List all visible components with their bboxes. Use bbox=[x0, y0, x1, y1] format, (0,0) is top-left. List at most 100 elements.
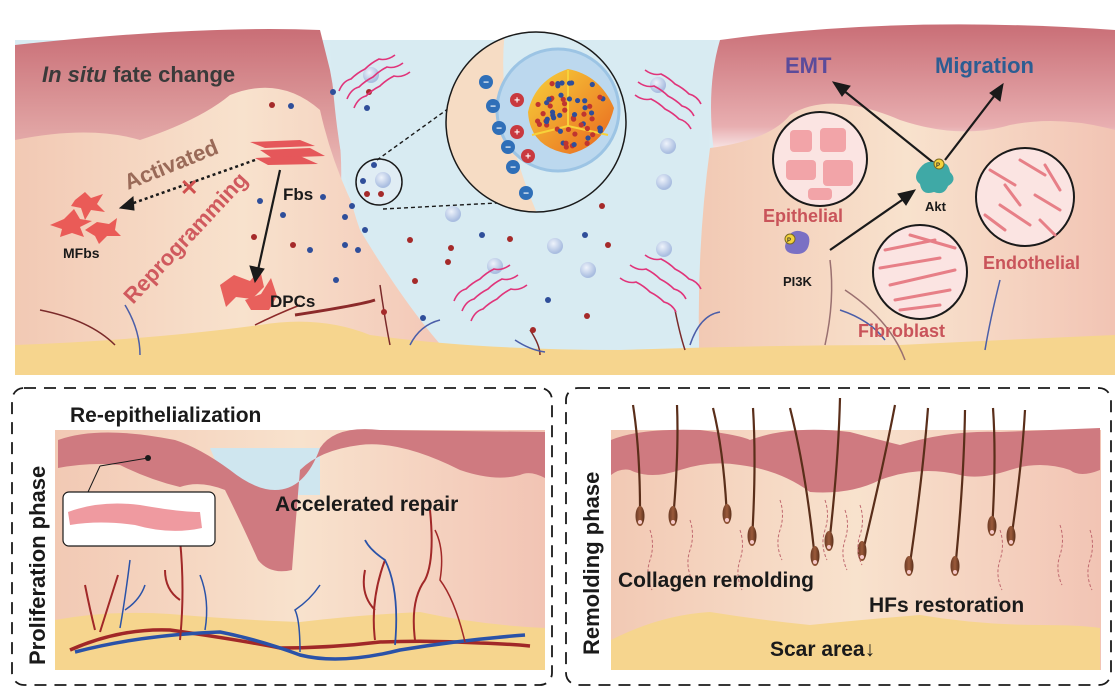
hair-follicle bbox=[788, 407, 820, 566]
core-particle bbox=[597, 128, 603, 134]
carrier-bubbles bbox=[363, 67, 676, 278]
core-particle bbox=[557, 112, 563, 118]
positive-charge: + bbox=[521, 149, 535, 163]
pi3k-label: PI3K bbox=[783, 274, 813, 289]
core-particle bbox=[561, 101, 568, 107]
magnifier-small bbox=[355, 97, 498, 210]
fbs-label: Fbs bbox=[283, 185, 313, 204]
migration-label: Migration bbox=[935, 53, 1034, 78]
core-particle bbox=[581, 111, 587, 117]
core-particle bbox=[584, 140, 590, 146]
hair-follicle bbox=[950, 409, 967, 576]
negative-charge: − bbox=[501, 140, 515, 154]
core-particle bbox=[584, 125, 591, 132]
epithelial-label: Epithelial bbox=[763, 206, 843, 226]
negative-charge: − bbox=[479, 75, 493, 89]
epidermis-remodel bbox=[611, 428, 1100, 493]
hair-follicle bbox=[857, 404, 897, 561]
re-epithelialization-label: Re-epithelialization bbox=[70, 404, 261, 427]
collagen-remolding-label: Collagen remolding bbox=[618, 569, 814, 592]
hair-follicles bbox=[631, 397, 1027, 576]
core-particle bbox=[587, 103, 593, 109]
core-particle bbox=[562, 107, 568, 113]
core-particle bbox=[546, 96, 552, 102]
proliferation-panel: Proliferation phase Re-epithelialization… bbox=[11, 387, 553, 686]
surface-charges: −−−−−−+++ bbox=[479, 75, 535, 200]
core-particle bbox=[535, 101, 541, 108]
svg-text:−: − bbox=[496, 124, 502, 135]
core-particle bbox=[582, 105, 588, 111]
in-situ-title: In situ fate change bbox=[42, 62, 235, 87]
hair-follicle bbox=[1006, 409, 1027, 546]
core-particle bbox=[572, 131, 578, 137]
core-particle bbox=[597, 94, 603, 100]
core-particle bbox=[540, 111, 546, 117]
core-particle bbox=[589, 81, 595, 88]
core-particle bbox=[585, 135, 591, 141]
hair-follicle bbox=[668, 404, 679, 526]
fat-layer bbox=[15, 321, 1115, 375]
blood-vessels bbox=[69, 509, 531, 661]
fibroblast-label: Fibroblast bbox=[858, 321, 945, 341]
negative-charge: − bbox=[486, 99, 500, 113]
proliferation-phase-label: Proliferation phase bbox=[25, 466, 50, 665]
hair-follicle bbox=[987, 407, 997, 536]
hair-follicle bbox=[631, 404, 645, 526]
remodeling-phase-label: Remolding phase bbox=[579, 472, 604, 655]
core-particle bbox=[563, 144, 569, 150]
fibroblast-view bbox=[872, 224, 968, 320]
hair-follicle bbox=[711, 407, 732, 524]
core-particle bbox=[589, 116, 595, 122]
akt-label: Akt bbox=[925, 199, 947, 214]
core-particle bbox=[574, 97, 581, 104]
negative-charge: − bbox=[506, 160, 520, 174]
core-particle bbox=[557, 128, 563, 134]
inset-pointer bbox=[99, 457, 149, 467]
core-particle bbox=[559, 80, 565, 86]
negative-charge: − bbox=[519, 186, 533, 200]
epithelial-view bbox=[772, 111, 868, 207]
endothelial-view bbox=[975, 147, 1075, 247]
proliferation-border bbox=[11, 387, 553, 686]
epidermis-bottom bbox=[58, 429, 545, 572]
hfs-restoration-label: HFs restoration bbox=[869, 594, 1024, 617]
svg-text:P: P bbox=[936, 163, 940, 169]
scar-area-label: Scar area↓ bbox=[770, 638, 875, 661]
svg-text:−: − bbox=[505, 143, 511, 154]
collagen-fibers bbox=[647, 499, 1093, 591]
positive-charge: + bbox=[510, 125, 524, 139]
core-particles bbox=[535, 80, 606, 150]
svg-text:+: + bbox=[514, 128, 520, 139]
dpc-cells bbox=[220, 269, 277, 310]
negative-charge: − bbox=[492, 121, 506, 135]
positive-charge: + bbox=[510, 93, 524, 107]
svg-text:−: − bbox=[490, 102, 496, 113]
myofibroblast-cells bbox=[50, 192, 121, 244]
akt-protein: P bbox=[916, 158, 954, 194]
svg-text:−: − bbox=[523, 189, 529, 200]
remodeling-panel: Remolding phase Collagen remolding HFs r… bbox=[565, 387, 1112, 686]
svg-text:+: + bbox=[514, 96, 520, 107]
core-particle bbox=[549, 81, 555, 87]
hair-follicle bbox=[747, 407, 757, 546]
hair-follicle bbox=[824, 397, 842, 551]
mfbs-label: MFbs bbox=[63, 245, 100, 261]
core-particle bbox=[555, 80, 561, 87]
core-particle bbox=[560, 96, 566, 102]
remodeling-border bbox=[565, 387, 1112, 686]
core-particle bbox=[558, 92, 564, 98]
vessel-lines bbox=[39, 259, 1001, 361]
pathway-arrows bbox=[118, 81, 1004, 284]
accelerated-repair-label: Accelerated repair bbox=[275, 493, 458, 516]
emt-label: EMT bbox=[785, 53, 832, 78]
hair-follicle bbox=[904, 407, 930, 576]
light-waves bbox=[338, 54, 702, 322]
core-particle bbox=[547, 103, 553, 109]
core-particle bbox=[588, 110, 595, 116]
fat-remodel bbox=[611, 612, 1100, 670]
dpcs-label: DPCs bbox=[270, 292, 315, 311]
epithelium-strip bbox=[68, 503, 202, 531]
core-particle bbox=[565, 126, 572, 133]
core-particle bbox=[550, 112, 556, 118]
